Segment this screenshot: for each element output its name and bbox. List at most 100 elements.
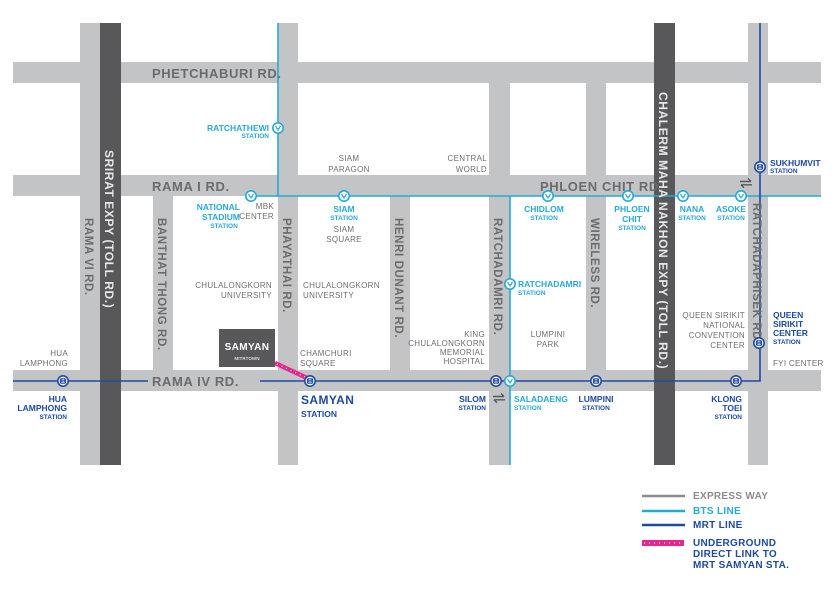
mrt-station-hua-lamphong[interactable]: HUA LAMPHONG STATION	[17, 374, 69, 421]
samyan-mitrtown-block	[219, 329, 275, 367]
bts-station-chidlom[interactable]: CHIDLOM STATION	[524, 190, 564, 222]
mrt-station-lumpini[interactable]: LUMPINI STATION	[579, 374, 614, 412]
landmark-central-world: CENTRAL WORLD	[448, 154, 488, 174]
bts-station-ratchadamri[interactable]: RATCHADAMRI STATION	[503, 277, 581, 297]
landmark-text: CENTER	[710, 341, 745, 350]
landmark-text: MEMORIAL	[440, 348, 485, 357]
road-label-rama1: RAMA I RD.	[152, 179, 230, 194]
landmark-text: HOSPITAL	[444, 357, 486, 366]
landmark-chulalongkorn-right: CHULALONGKORN UNIVERSITY	[303, 281, 380, 300]
station-sub: STATION	[773, 339, 801, 346]
legend-label-link: DIRECT LINK TO	[693, 549, 777, 560]
station-name: LAMPHONG	[17, 403, 67, 413]
road-label-wireless: WIRELESS RD.	[588, 218, 600, 308]
landmark-text: PARAGON	[328, 165, 370, 174]
road-label-srirat: SRIRAT EXPY (TOLL RD.)	[102, 150, 116, 308]
station-name: RATCHADAMRI	[518, 279, 581, 289]
station-sub: STATION	[518, 290, 546, 297]
station-name: SILOM	[459, 394, 486, 404]
bts-station-saladaeng[interactable]: SALADAENG STATION	[503, 374, 568, 412]
road-label-ratchadamri: RATCHADAMRI RD.	[491, 218, 503, 335]
station-sub: STATION	[770, 168, 798, 175]
landmark-siam-paragon: SIAM PARAGON	[328, 154, 370, 174]
legend-label-expressway: EXPRESS WAY	[693, 491, 768, 502]
bts-station-icon	[621, 190, 635, 202]
road-banthat-thong	[153, 195, 173, 391]
mrt-station-sukhumvit[interactable]: SUKHUMVIT STATION	[753, 158, 822, 175]
road-phayathai	[278, 23, 298, 465]
station-name: NANA	[680, 204, 705, 214]
mrt-station-silom[interactable]: SILOM STATION	[458, 374, 503, 412]
station-name: TOEI	[722, 403, 742, 413]
station-name: CHIT	[622, 214, 643, 224]
mrt-station-klong-toei[interactable]: KLONG TOEI STATION	[711, 374, 742, 421]
mrt-station-icon	[489, 374, 503, 388]
road-label-banthat-thong: BANTHAT THONG RD.	[155, 218, 167, 351]
station-name: STATION	[530, 215, 558, 222]
rama4-label-bg	[148, 374, 260, 388]
station-name: LUMPINI	[579, 394, 614, 404]
bts-station-icon	[245, 190, 258, 202]
expressway-srirat	[100, 23, 121, 465]
landmark-mbk-center: MBK CENTER	[239, 202, 274, 221]
station-sub: STATION	[210, 223, 238, 230]
station-sub: STATION	[330, 215, 358, 222]
landmark-text: CENTRAL	[448, 154, 488, 163]
station-sub: STATION	[714, 414, 742, 421]
samyan-mitrtown-building[interactable]: SAMYAN MITRTOWN	[219, 329, 275, 367]
station-name: CENTER	[773, 328, 808, 338]
bts-station-siam[interactable]: SIAM STATION	[330, 190, 358, 222]
legend-label-bts: BTS LINE	[693, 506, 741, 517]
expressway-chalerm-maha-nakhon	[654, 23, 675, 465]
station-name: SALADAENG	[514, 394, 568, 404]
station-sub: STATION	[618, 225, 646, 232]
landmark-text: SIAM	[334, 225, 355, 234]
station-name: RATCHATHEWI	[207, 123, 269, 133]
station-name: SIRIKIT	[773, 319, 804, 329]
bts-station-icon	[271, 122, 285, 134]
bts-station-phloen-chit[interactable]: PHLOEN CHIT STATION	[614, 190, 650, 232]
road-phetchaburi	[13, 62, 821, 83]
mrt-station-samyan[interactable]: SAMYAN STATION	[301, 374, 354, 419]
bts-station-icon	[503, 374, 517, 388]
bts-station-asoke[interactable]: ASOKE STATION	[716, 190, 748, 222]
landmark-text: SQUARE	[326, 235, 362, 244]
landmark-text: HUA	[50, 349, 68, 358]
landmark-text: QUEEN SIRIKIT	[682, 311, 745, 320]
landmark-hua-lamphong: HUA LAMPHONG	[20, 349, 68, 368]
road-label-rama6: RAMA VI RD.	[82, 218, 94, 296]
landmark-siam-square: SIAM SQUARE	[326, 225, 362, 244]
landmark-chamchuri-square: CHAMCHURI SQUARE	[300, 349, 351, 368]
landmark-text: NATIONAL	[703, 321, 745, 330]
legend-label-link: UNDERGROUND	[693, 538, 776, 549]
bts-station-ratchathewi[interactable]: RATCHATHEWI STATION	[207, 122, 285, 140]
road-label-phloen-chit: PHLOEN CHIT RD.	[540, 179, 663, 194]
mrt-station-icon	[56, 374, 69, 388]
landmark-king-chulalongkorn-hospital: KING CHULALONGKORN MEMORIAL HOSPITAL	[408, 330, 485, 366]
landmark-text: UNIVERSITY	[221, 291, 272, 300]
station-sub: STATION	[582, 405, 610, 412]
station-name: NATIONAL	[197, 202, 240, 212]
road-ratchadaphisek	[748, 23, 768, 465]
landmark-text: CHULALONGKORN	[408, 339, 485, 348]
station-name: CHIDLOM	[524, 204, 564, 214]
road-henri-dunant	[390, 195, 410, 371]
landmark-text: KING	[464, 330, 485, 339]
legend-label-mrt: MRT LINE	[693, 520, 743, 531]
landmark-lumpini-park: LUMPINI PARK	[531, 330, 566, 349]
landmark-text: LUMPINI	[531, 330, 566, 339]
landmark-text: UNIVERSITY	[303, 291, 354, 300]
station-name: HUA	[49, 394, 67, 404]
station-sub: STATION	[458, 405, 486, 412]
road-label-phetchaburi: PHETCHABURI RD.	[152, 66, 282, 81]
station-sub: STATION	[514, 405, 542, 412]
legend: EXPRESS WAY BTS LINE MRT LINE UNDERGROUN…	[642, 491, 789, 571]
station-name: QUEEN	[773, 310, 803, 320]
legend-swatch-link	[642, 540, 684, 546]
mrt-station-queen-sirikit[interactable]: QUEEN SIRIKIT CENTER STATION	[752, 310, 808, 350]
bts-station-national-stadium[interactable]: NATIONAL STADIUM STATION	[197, 190, 258, 230]
bts-station-nana[interactable]: NANA STATION	[676, 190, 706, 222]
road-label-henri-dunant: HENRI DUNANT RD.	[392, 218, 404, 338]
road-network	[13, 23, 821, 465]
road-central-world	[489, 62, 510, 196]
